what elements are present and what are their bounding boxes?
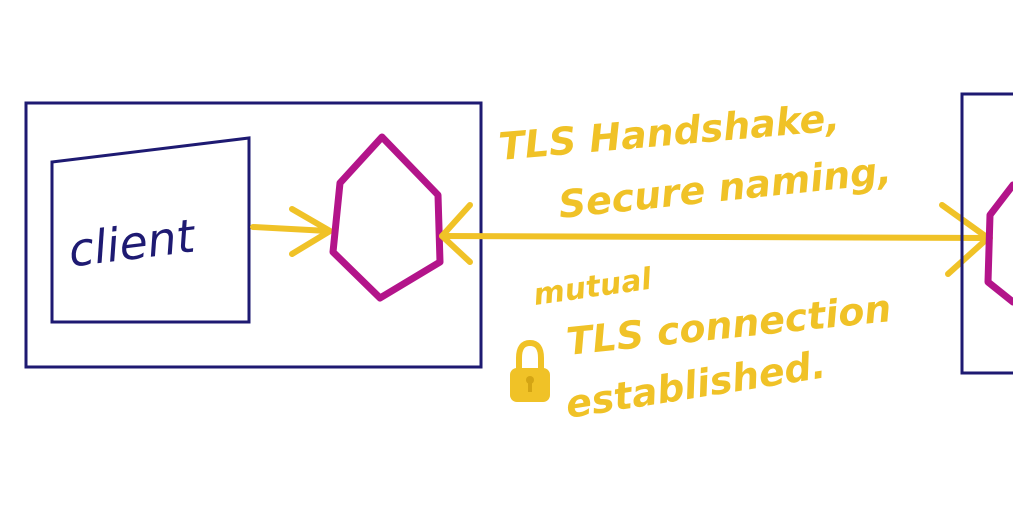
mutual-label: mutual [531,262,654,313]
client-to-proxy-arrow [250,206,333,257]
left-proxy-hexagon [329,133,444,302]
right-proxy-hexagon [984,181,1013,306]
handshake-label-line2: Secure naming, [556,148,893,227]
server-host-box [960,92,1013,375]
client-label: client [65,208,199,277]
client-app-box [50,136,251,324]
lock-icon [510,339,550,402]
mtls-double-arrow [439,202,993,277]
